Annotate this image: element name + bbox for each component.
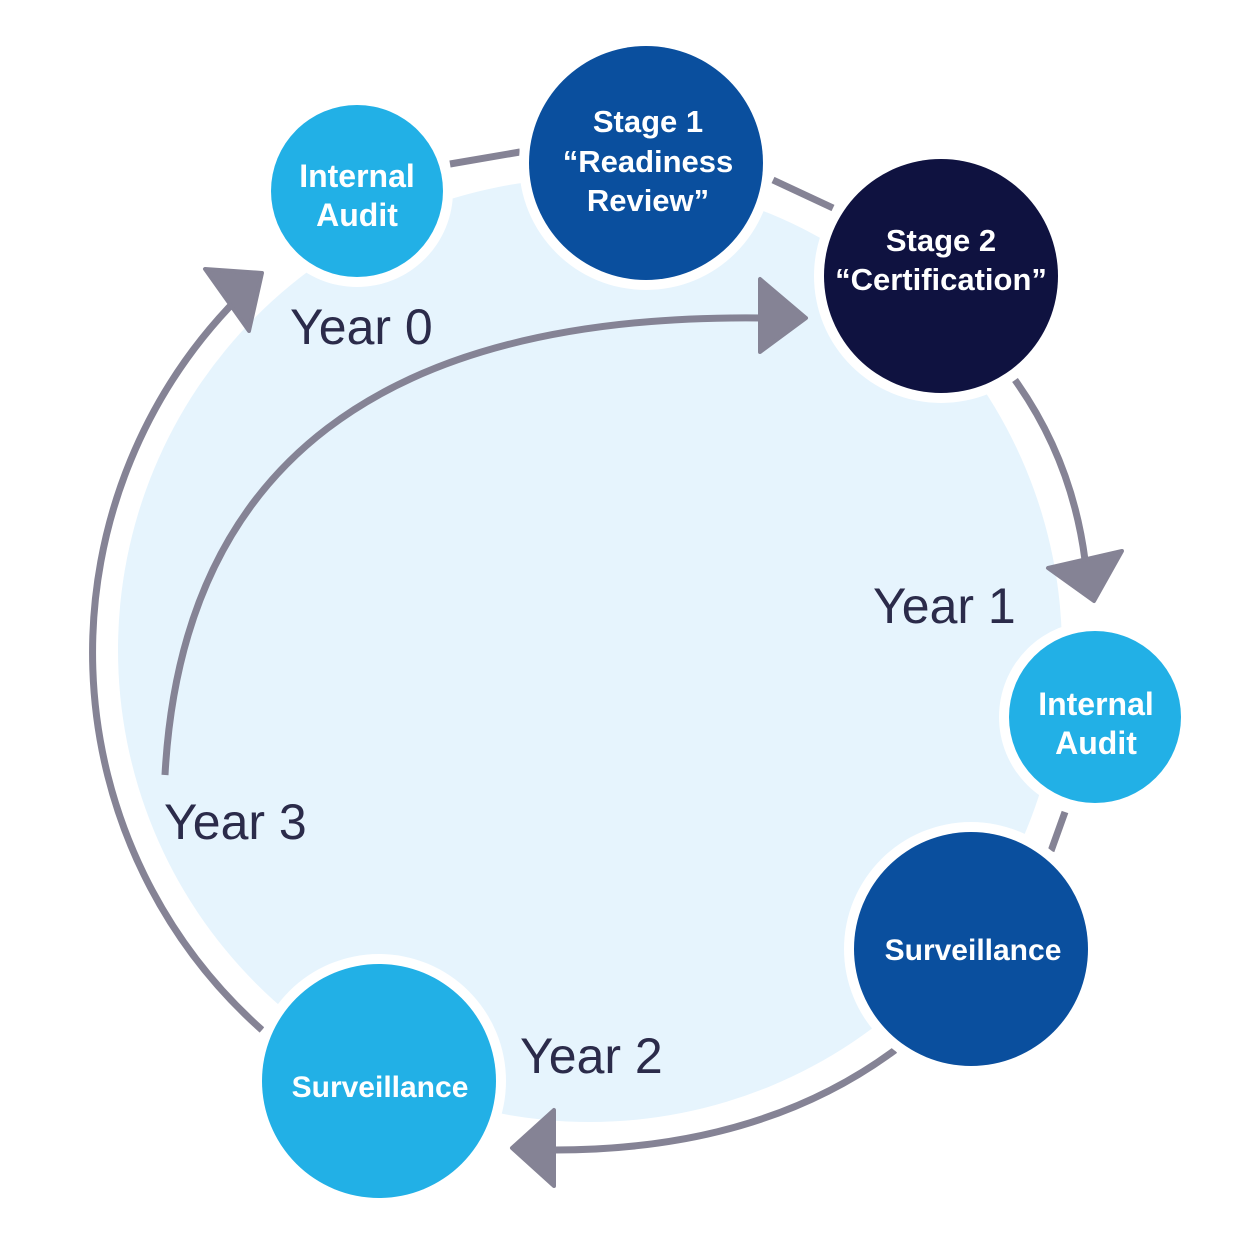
year-1-label: Year 1: [873, 578, 1016, 634]
connector-line: [449, 148, 521, 168]
node-label: Stage 2: [886, 223, 996, 258]
node-label: Surveillance: [885, 934, 1062, 967]
year-3-label: Year 3: [164, 794, 307, 850]
connector-line: [771, 176, 835, 212]
node-label: Surveillance: [292, 1071, 469, 1104]
node-label: Internal: [299, 158, 415, 194]
year-2-label: Year 2: [520, 1028, 663, 1084]
connector-line: [1047, 810, 1069, 853]
node-label: Stage 1: [593, 104, 703, 139]
node-label: Audit: [1055, 725, 1137, 761]
arrowhead-icon: [758, 277, 808, 354]
arrow-year1-to-year2: [510, 1047, 898, 1188]
node-stage1-readiness-review: Stage 1 “Readiness Review”: [519, 36, 773, 290]
node-stage2-certification: Stage 2 “Certification”: [814, 149, 1068, 403]
node-label: Internal: [1038, 686, 1154, 722]
year-0-label: Year 0: [290, 299, 433, 355]
node-surveillance-year2: Surveillance: [252, 954, 506, 1208]
node-internal-audit-year1: Internal Audit: [999, 621, 1191, 813]
arrowhead-icon: [1046, 549, 1124, 603]
arrowhead-icon: [510, 1108, 556, 1188]
outer-arrow-year3-to-year0: [89, 267, 265, 1033]
node-surveillance-year1: Surveillance: [844, 822, 1098, 1076]
node-internal-audit-year0: Internal Audit: [261, 95, 453, 287]
node-label: Review”: [587, 183, 709, 218]
node-label: Audit: [316, 197, 398, 233]
inner-arrow-year3-to-stage2: [161, 277, 808, 776]
arrowhead-icon: [203, 267, 264, 333]
node-label: “Certification”: [835, 262, 1047, 297]
arrow-stage2-to-year1: [1012, 377, 1124, 603]
node-label: “Readiness: [563, 144, 734, 179]
